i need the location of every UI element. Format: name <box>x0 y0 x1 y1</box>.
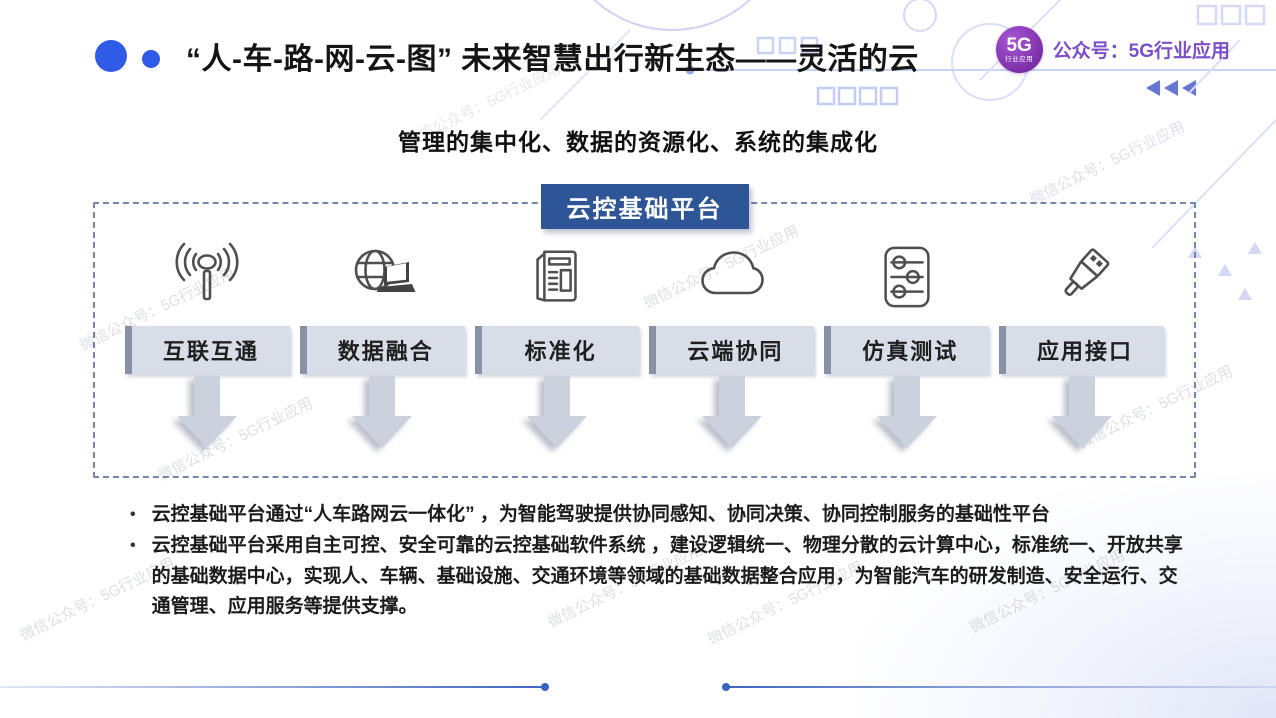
usb-plug-icon <box>1045 234 1119 320</box>
down-arrow-icon <box>701 376 762 448</box>
badge-main-text: 5G <box>1006 34 1032 56</box>
footer-line-left <box>0 686 543 688</box>
platform-diagram: 云控基础平台 互联互通 <box>93 184 1196 478</box>
down-arrow-icon <box>177 376 238 448</box>
bullet-item: • 云控基础平台通过“人车路网云一体化” ，为智能驾驶提供协同感知、协同决策、协… <box>130 500 1188 531</box>
platform-item-cloud-collab: 云端协同 <box>649 234 815 450</box>
corner-gradient <box>856 468 1276 718</box>
bullet-text: 云控基础平台采用自主可控、安全可靠的云控基础软件系统 ，建设逻辑统一、物理分散的… <box>151 534 1183 618</box>
platform-item-standardization: 标准化 <box>474 234 640 450</box>
platform-item-api: 应用接口 <box>999 234 1164 450</box>
down-arrow-icon <box>876 376 937 448</box>
brand-area: 5G 行业应用 公众号：5G行业应用 <box>995 26 1230 73</box>
5g-badge-icon: 5G 行业应用 <box>995 26 1043 73</box>
official-account-label: 公众号：5G行业应用 <box>1052 41 1230 62</box>
footer-line-right <box>726 686 1276 688</box>
item-label: 标准化 <box>474 326 640 374</box>
platform-item-simulation: 仿真测试 <box>824 234 990 450</box>
footer-dot-left <box>541 683 549 691</box>
bullet-marker: • <box>130 536 136 554</box>
down-arrow-icon <box>1051 376 1112 448</box>
item-label: 仿真测试 <box>824 326 990 374</box>
down-arrow-icon <box>352 376 413 448</box>
cloud-icon <box>692 234 772 320</box>
title-dot-small <box>142 50 160 68</box>
footer-dot-right <box>722 683 730 691</box>
down-arrow-icon <box>527 376 588 448</box>
platform-item-data-fusion: 数据融合 <box>299 234 465 450</box>
platform-items-row: 互联互通 数据融合 <box>95 204 1194 450</box>
globe-laptop-icon <box>345 234 419 320</box>
platform-header: 云控基础平台 <box>540 184 749 229</box>
subtitle: 管理的集中化、数据的资源化、系统的集成化 <box>398 129 878 155</box>
item-label: 云端协同 <box>649 326 815 374</box>
item-label: 互联互通 <box>125 326 290 374</box>
title-dot-large <box>95 40 127 72</box>
page-title: “人-车-路-网-云-图” 未来智慧出行新生态——灵活的云 <box>186 43 919 76</box>
title-row: “人-车-路-网-云-图” 未来智慧出行新生态——灵活的云 <box>95 34 919 78</box>
bullet-marker: • <box>130 506 136 523</box>
sliders-icon <box>872 234 942 320</box>
bullet-item: • 云控基础平台采用自主可控、安全可靠的云控基础软件系统 ，建设逻辑统一、物理分… <box>130 531 1188 623</box>
antenna-icon <box>170 234 244 320</box>
bullet-text: 云控基础平台通过“人车路网云一体化” ，为智能驾驶提供协同感知、协同决策、协同控… <box>151 504 1050 525</box>
badge-sub-text: 行业应用 <box>1005 55 1034 63</box>
description-bullets: • 云控基础平台通过“人车路网云一体化” ，为智能驾驶提供协同感知、协同决策、协… <box>130 500 1188 623</box>
document-icon <box>522 234 592 320</box>
item-label: 应用接口 <box>999 326 1164 374</box>
platform-item-interconnect: 互联互通 <box>125 234 290 450</box>
item-label: 数据融合 <box>299 326 465 374</box>
